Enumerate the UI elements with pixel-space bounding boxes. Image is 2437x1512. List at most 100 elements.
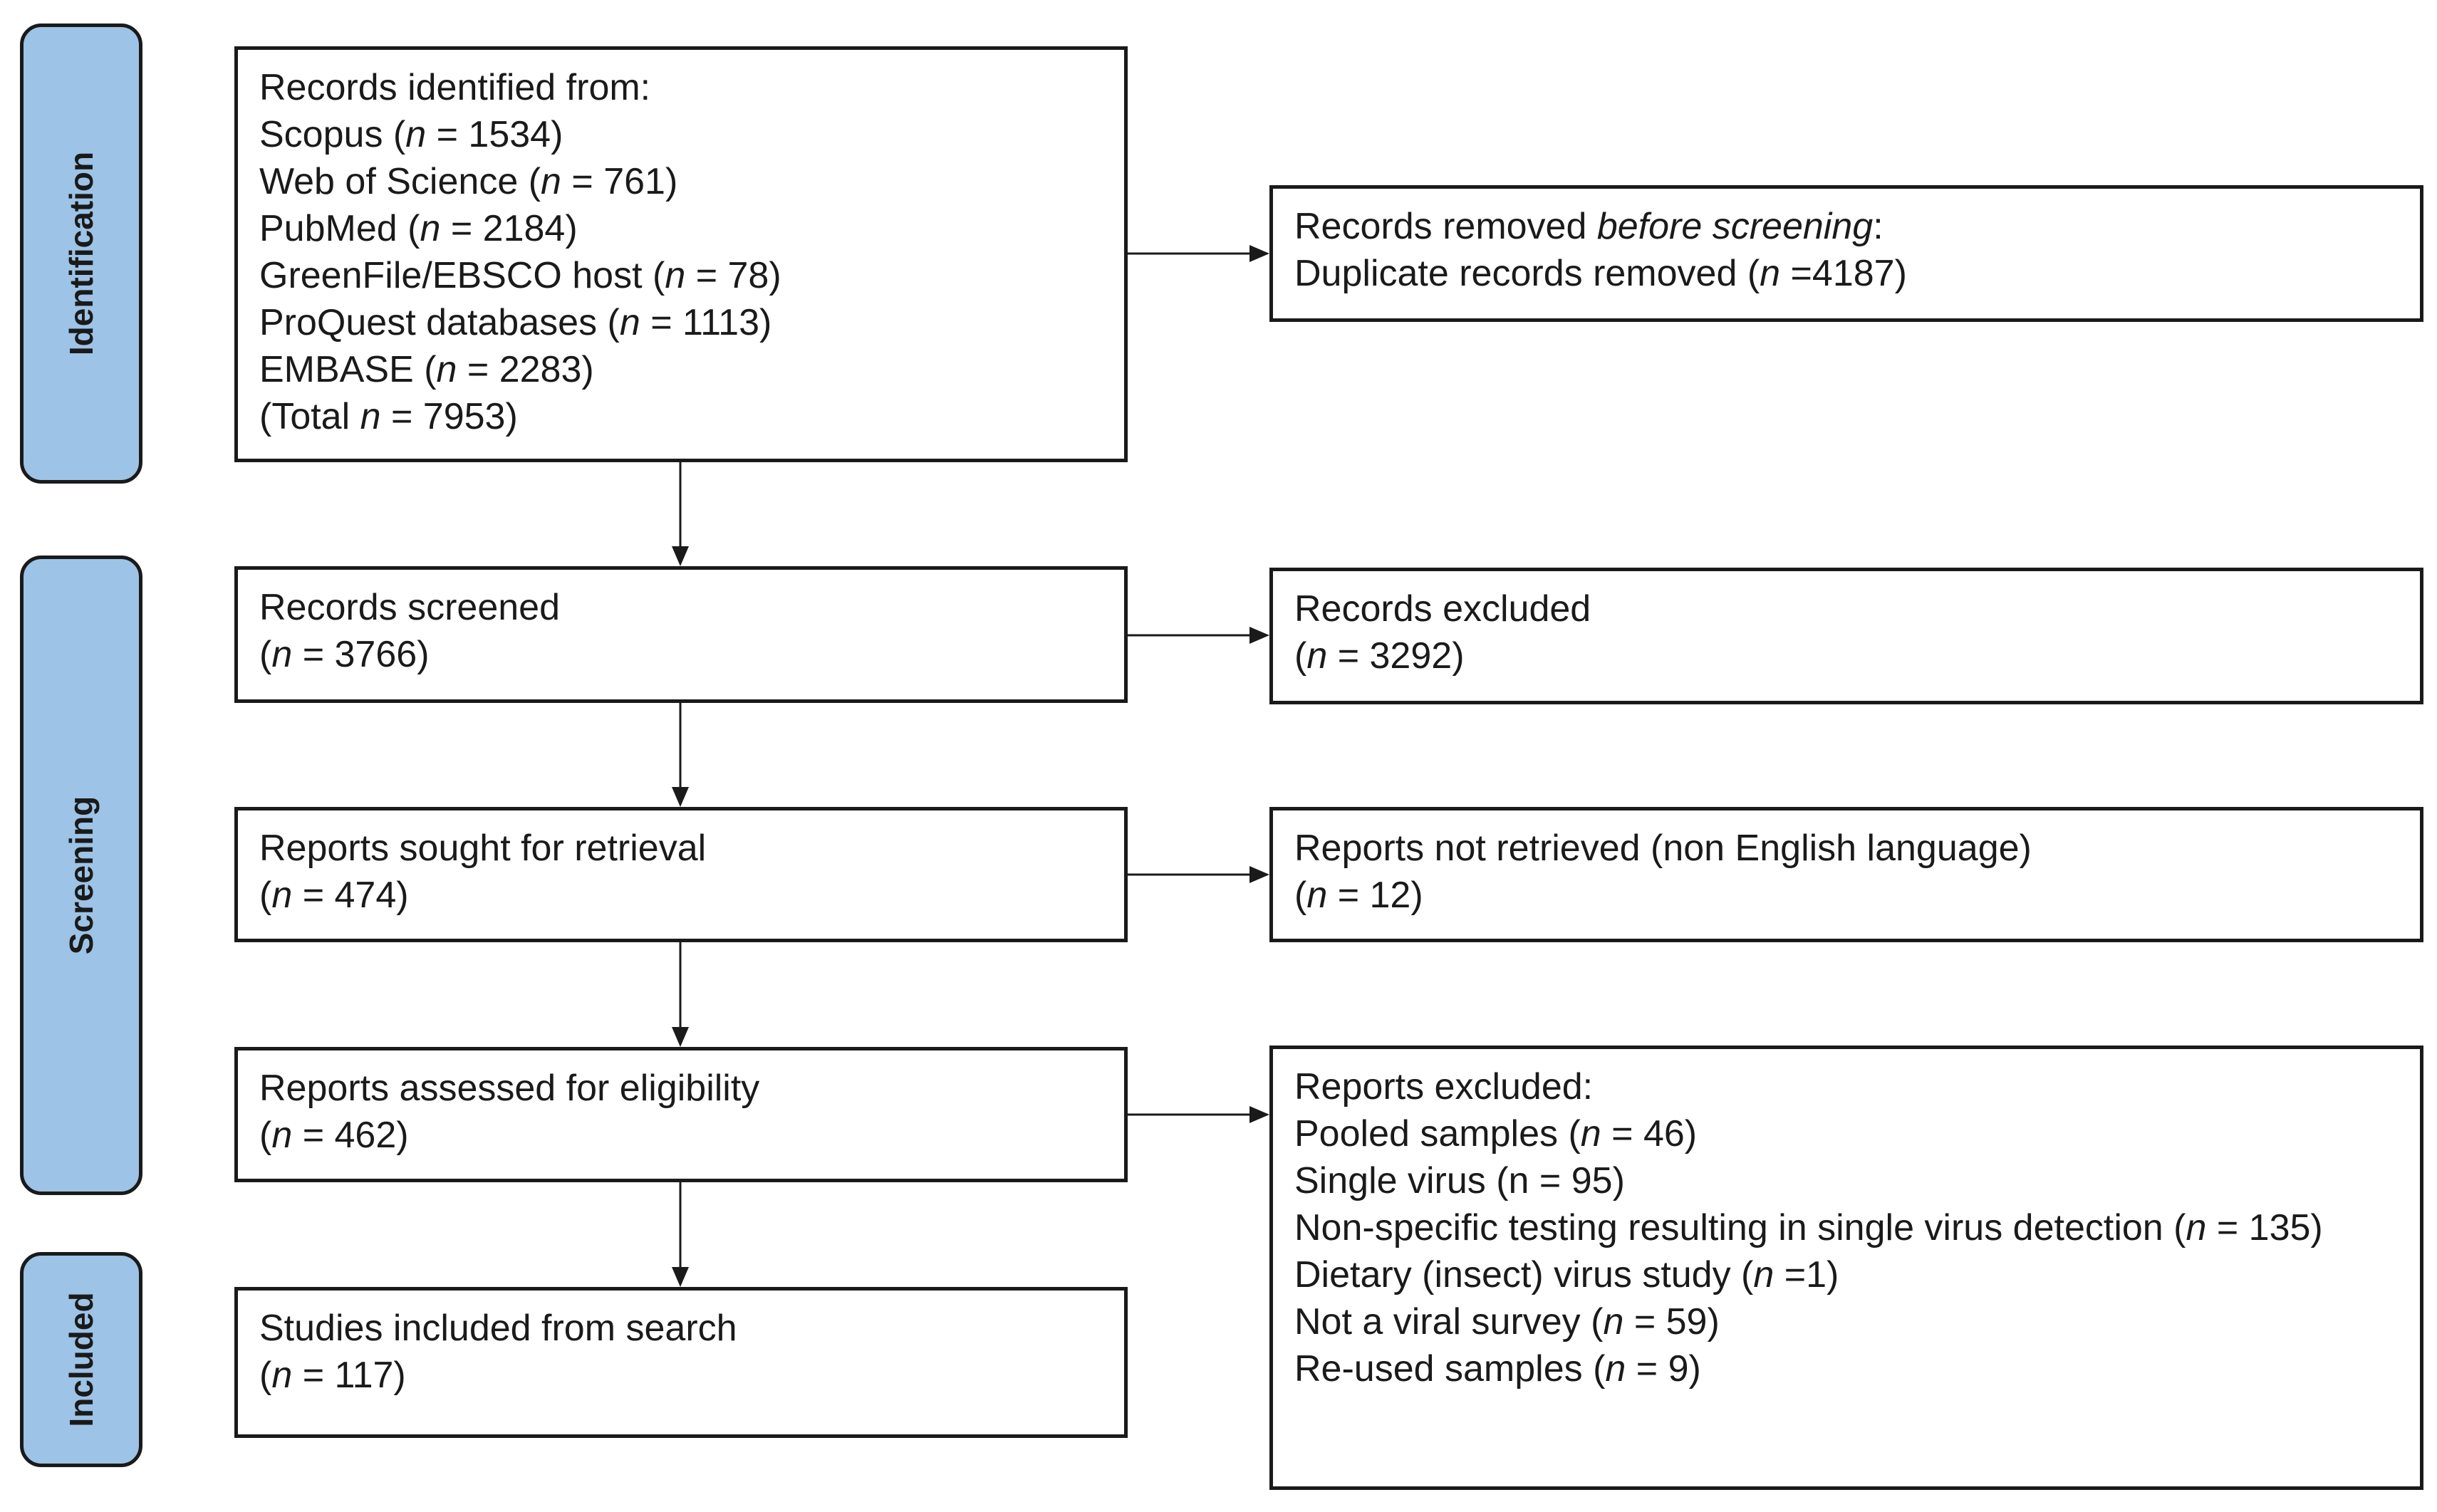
source-paren: ( [393,114,406,155]
n-symbol: n [271,1115,293,1156]
records-removed-box: Records removed before screening: Duplic… [1269,185,2423,322]
source-paren: ( [653,255,665,296]
source-name: ProQuest databases [259,302,598,343]
count: = 462) [292,1115,409,1156]
exclusion-reason: Pooled samples (n = 46) [1294,1110,2399,1157]
source-line: GreenFile/EBSCO host (n = 78) [259,252,1103,299]
removed-label-a: Records removed [1294,206,1597,247]
reports-sought-count-line: (n = 474) [259,872,1103,919]
count: = 135) [2206,1207,2323,1248]
count: =1) [1774,1254,1839,1295]
total-label: (Total [259,396,360,437]
n-symbol: n [271,1355,293,1396]
source-count: = 1113) [640,302,772,343]
n-symbol: n [1753,1254,1775,1295]
reason-text: Dietary (insect) virus study ( [1294,1254,1754,1295]
reports-assessed-box: Reports assessed for eligibility (n = 46… [234,1047,1128,1182]
records-excluded-label: Records excluded [1294,588,1591,630]
n-symbol: n [271,634,293,675]
reason-text: Single virus (n = 95) [1294,1160,1625,1201]
records-screened-label: Records screened [259,587,560,628]
removed-label-b: : [1873,206,1883,247]
reports-not-retrieved-box: Reports not retrieved (non English langu… [1269,807,2423,942]
count: = 474) [292,875,409,916]
source-n: n [420,208,441,249]
count: = 59) [1623,1301,1720,1342]
total-line: (Total n = 7953) [259,393,1103,440]
records-screened-box: Records screened (n = 3766) [234,566,1128,703]
reason-text: Pooled samples ( [1294,1113,1581,1154]
records-removed-heading: Records removed before screening: [1294,203,2399,250]
reports-excluded-heading: Reports excluded: [1294,1066,1594,1107]
source-count: = 761) [561,161,678,202]
paren: ( [259,875,272,916]
paren: ( [1294,875,1307,916]
count: = 9) [1626,1348,1701,1390]
reports-sought-box: Reports sought for retrieval (n = 474) [234,807,1128,942]
reason-text: Non-specific testing resulting in single… [1294,1207,2186,1248]
exclusion-reason: Re-used samples (n = 9) [1294,1345,2399,1392]
phase-identification-label: Identification [20,24,142,484]
source-line: ProQuest databases (n = 1113) [259,299,1103,346]
records-screened-count-line: (n = 3766) [259,631,1103,678]
source-n: n [405,114,427,155]
source-n: n [619,302,640,343]
arrowhead [1249,1106,1269,1123]
source-name: Web of Science [259,161,519,202]
total-count: = 7953) [380,396,518,437]
duplicates-line: Duplicate records removed (n =4187) [1294,250,2399,297]
duplicates-label: Duplicate records removed ( [1294,253,1760,294]
arrowhead [672,787,689,807]
reports-not-retrieved-count-line: (n = 12) [1294,872,2399,919]
source-count: = 2184) [440,208,578,249]
source-paren: ( [407,208,420,249]
records-excluded-count-line: (n = 3292) [1294,632,2399,679]
reports-not-retrieved-label: Reports not retrieved (non English langu… [1294,828,2032,869]
source-paren: ( [528,161,541,202]
exclusion-reason: Non-specific testing resulting in single… [1294,1204,2399,1251]
arrowhead [672,1027,689,1047]
count: = 3292) [1327,635,1465,677]
records-identified-box: Records identified from: Scopus (n = 153… [234,46,1128,462]
records-excluded-box: Records excluded (n = 3292) [1269,568,2423,704]
n-symbol: n [1306,635,1328,677]
removed-label-italic: before screening [1596,206,1874,247]
n-symbol: n [1306,875,1328,916]
source-line: Scopus (n = 1534) [259,111,1103,158]
count: = 117) [292,1355,406,1396]
reports-assessed-label: Reports assessed for eligibility [259,1068,760,1109]
reports-excluded-box: Reports excluded: Pooled samples (n = 46… [1269,1046,2423,1490]
n-symbol: n [1603,1301,1624,1342]
paren: ( [1294,635,1307,677]
n-symbol: n [271,875,293,916]
arrowhead [672,546,689,566]
reports-assessed-count-line: (n = 462) [259,1112,1103,1159]
arrowhead [1249,627,1269,644]
reason-text: Re-used samples ( [1294,1348,1606,1390]
source-line: Web of Science (n = 761) [259,158,1103,205]
source-n: n [665,255,686,296]
total-n: n [360,396,381,437]
count: = 12) [1327,875,1423,916]
phase-screening-label: Screening [20,556,142,1195]
n-symbol: n [2186,1207,2207,1248]
reports-sought-label: Reports sought for retrieval [259,828,707,869]
arrowhead [1249,245,1269,262]
count: = 46) [1601,1113,1698,1154]
n-symbol: n [1605,1348,1626,1390]
paren: ( [259,1115,272,1156]
source-n: n [436,349,457,390]
duplicates-n: n [1760,253,1781,294]
source-count: = 1534) [426,114,563,155]
count: = 3766) [292,634,430,675]
studies-included-label: Studies included from search [259,1308,737,1349]
source-n: n [541,161,561,202]
source-name: EMBASE [259,349,414,390]
n-symbol: n [1580,1113,1601,1154]
source-name: Scopus [259,114,383,155]
source-name: PubMed [259,208,397,249]
phase-included-label: Included [20,1252,142,1467]
duplicates-count: =4187) [1780,253,1907,294]
